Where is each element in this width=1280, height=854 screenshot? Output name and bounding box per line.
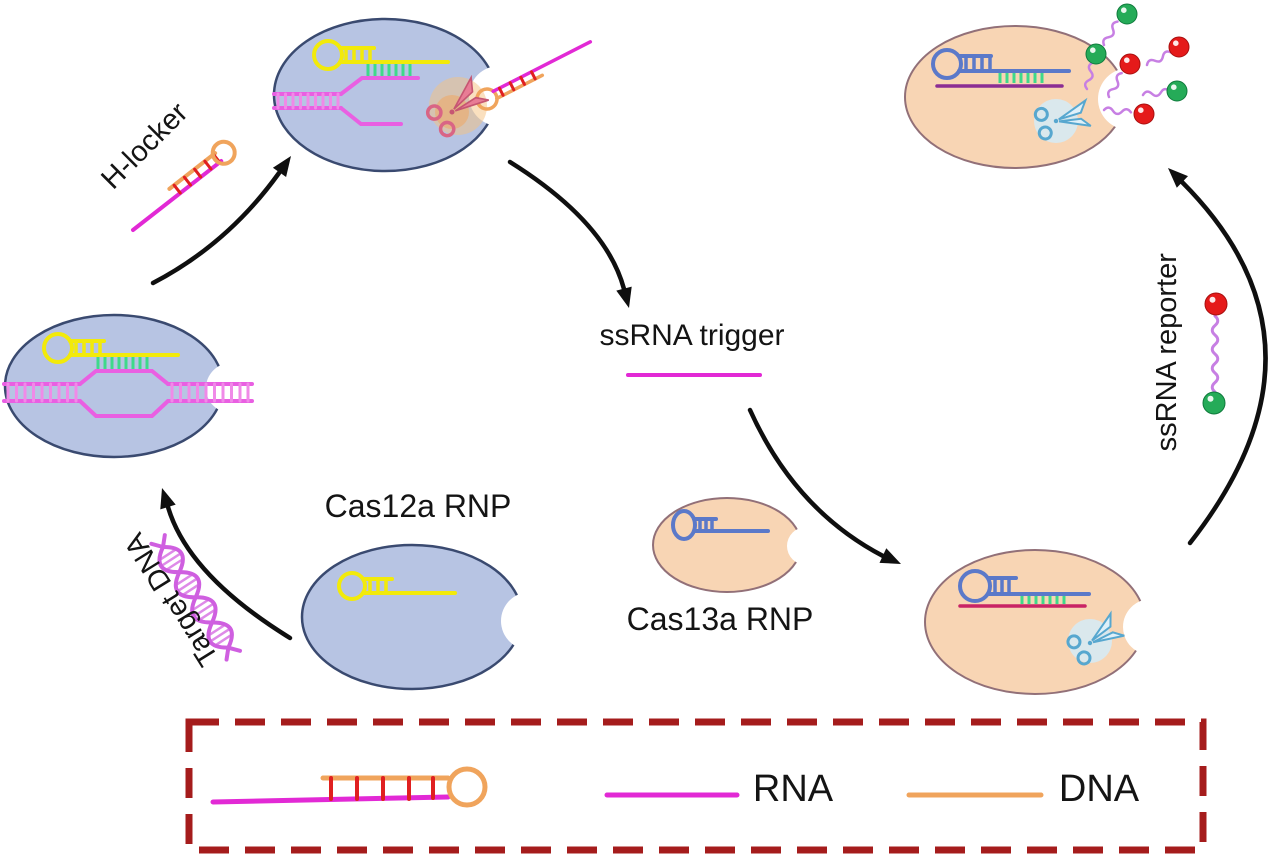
crrna-icon xyxy=(958,569,1091,603)
fluorophore-ball xyxy=(1133,103,1155,125)
legend-box xyxy=(185,718,1207,854)
scissors-icon xyxy=(1066,610,1125,666)
cas13a-protein-body xyxy=(652,497,802,593)
fluorophore-ball xyxy=(1119,53,1141,75)
active-site-notch xyxy=(1123,599,1179,655)
rna-dna-basepair-rungs xyxy=(366,64,412,76)
legend-dna-label: DNA xyxy=(1058,768,1140,810)
crrna-icon xyxy=(42,332,180,364)
quencher-ball xyxy=(1085,43,1107,65)
ssrna-reporter-molecule xyxy=(1202,292,1228,415)
reporter-linker-strand xyxy=(1210,314,1220,394)
crrna-icon xyxy=(671,509,770,541)
arrow-targetdna-to-rloop xyxy=(160,488,293,641)
cas13a-protein-body xyxy=(924,549,1146,695)
hlocker-being-cleaved xyxy=(475,40,593,111)
fluorophore-ball xyxy=(1204,292,1228,316)
active-site-notch xyxy=(787,527,825,565)
target-dna-helix xyxy=(149,533,242,662)
legend-border xyxy=(185,718,1207,854)
legend-hairpin xyxy=(210,766,488,808)
arrow-reporter-to-readout xyxy=(1168,168,1268,546)
cas12a-rloop-complex xyxy=(2,313,256,459)
ssrna-trigger-label: ssRNA trigger xyxy=(599,319,785,352)
cas13a-rnp xyxy=(652,497,825,593)
active-site-notch xyxy=(501,592,559,650)
target-dna-rloop xyxy=(2,369,254,418)
cas13a-trigger-complex xyxy=(924,549,1179,695)
cas13a-collateral-cleavage-complex xyxy=(904,3,1190,169)
cas12a-hlocker-cleavage-complex xyxy=(272,17,593,173)
h-locker-hairpin xyxy=(131,139,237,232)
target-dna-fork xyxy=(272,76,420,126)
legend-rna-label: RNA xyxy=(752,768,834,810)
crrna-icon xyxy=(931,48,1071,80)
fluorophore-ball xyxy=(1168,36,1190,58)
scissors-icon xyxy=(425,74,489,138)
cas13a-rnp-label: Cas13a RNP xyxy=(626,601,814,637)
quencher-ball xyxy=(1202,391,1226,415)
ssrna-reporter-label: ssRNA reporter xyxy=(1150,253,1183,452)
arrow-cleavage-to-trigger xyxy=(507,159,632,308)
scissors-icon xyxy=(1033,97,1092,141)
released-reporter-fragments xyxy=(1083,20,1173,116)
cas12a-protein-body xyxy=(300,543,524,691)
rna-dna-basepair-rungs xyxy=(96,357,149,369)
quencher-ball xyxy=(1166,80,1188,102)
cas12a-rnp xyxy=(300,543,559,691)
arrow-trigger-to-cas13a xyxy=(747,407,901,564)
rna-rna-basepair-rungs xyxy=(998,73,1044,83)
arrow-hlocker-to-cleavage xyxy=(150,156,291,286)
crrna-icon xyxy=(337,571,457,601)
crrna-icon xyxy=(312,39,450,71)
rna-rna-basepair-rungs xyxy=(1020,596,1066,604)
quencher-ball xyxy=(1116,3,1138,25)
cas12a-rnp-label: Cas12a RNP xyxy=(324,488,512,524)
